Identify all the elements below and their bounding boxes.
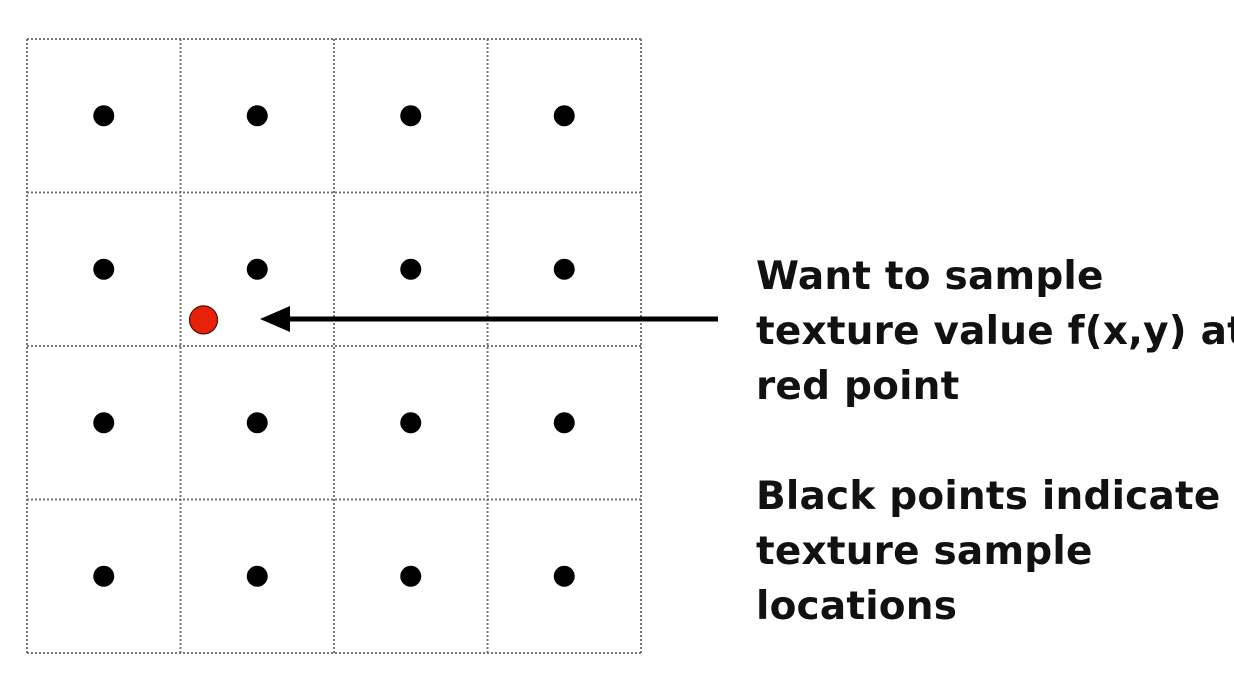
annotation-line: locations (756, 584, 958, 629)
annotation-line: Black points indicate (756, 474, 1221, 519)
texture-grid (26, 38, 642, 654)
arrow-left-icon (260, 306, 718, 332)
annotation-line: texture value f(x,y) at (756, 309, 1234, 354)
sample-point (400, 412, 422, 434)
red-sample-point (188, 305, 219, 335)
annotation-sample-points: Black points indicate texture sample loc… (756, 469, 1226, 634)
annotation-line: red point (756, 364, 960, 409)
sample-point (246, 565, 268, 587)
sample-point (400, 565, 422, 587)
sample-point (553, 105, 575, 127)
sample-point (93, 105, 115, 127)
sample-point (246, 258, 268, 280)
sample-point (553, 412, 575, 434)
sample-point (246, 105, 268, 127)
annotation-sample-target: Want to sample texture value f(x,y) at r… (756, 249, 1234, 414)
sample-point (93, 565, 115, 587)
sample-point (553, 565, 575, 587)
sample-point (93, 258, 115, 280)
sample-point (400, 258, 422, 280)
annotation-line: texture sample (756, 529, 1093, 574)
annotation-line: Want to sample (756, 254, 1104, 299)
sample-point (553, 258, 575, 280)
sample-point (400, 105, 422, 127)
sample-point (246, 412, 268, 434)
sample-point (93, 412, 115, 434)
sample-points-group (93, 105, 575, 587)
